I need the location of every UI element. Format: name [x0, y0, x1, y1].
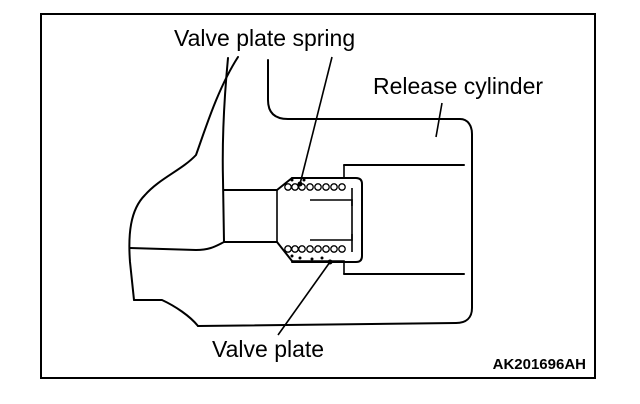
label-valve-plate-spring: Valve plate spring [174, 25, 355, 51]
valve-plate-spring-coils-upper [284, 183, 346, 191]
housing-bottom-edge [133, 299, 199, 327]
housing-outline [128, 56, 239, 301]
valve-plate-spring-coils-lower [284, 245, 346, 253]
leader-release-cylinder [435, 102, 443, 138]
leader-dot-valve-plate-spring [297, 181, 303, 187]
figure-frame [40, 13, 596, 379]
valve-plate-dots [290, 178, 324, 261]
leader-valve-plate [277, 261, 331, 336]
valve-cage [291, 177, 363, 263]
leader-valve-plate-spring [299, 56, 333, 185]
housing-inner-edge [129, 57, 229, 251]
release-cylinder-body [197, 59, 473, 327]
plunger-upper [223, 177, 293, 191]
label-release-cylinder: Release cylinder [373, 73, 543, 99]
valve-plate-upper-seat [310, 199, 353, 206]
cylinder-bore-step-upper [292, 165, 345, 179]
leader-dot-valve-plate [327, 259, 333, 265]
label-valve-plate: Valve plate [212, 336, 324, 362]
figure-code: AK201696AH [493, 356, 586, 373]
valve-plate-lower-seat [310, 234, 353, 241]
plunger-lower [223, 241, 293, 262]
